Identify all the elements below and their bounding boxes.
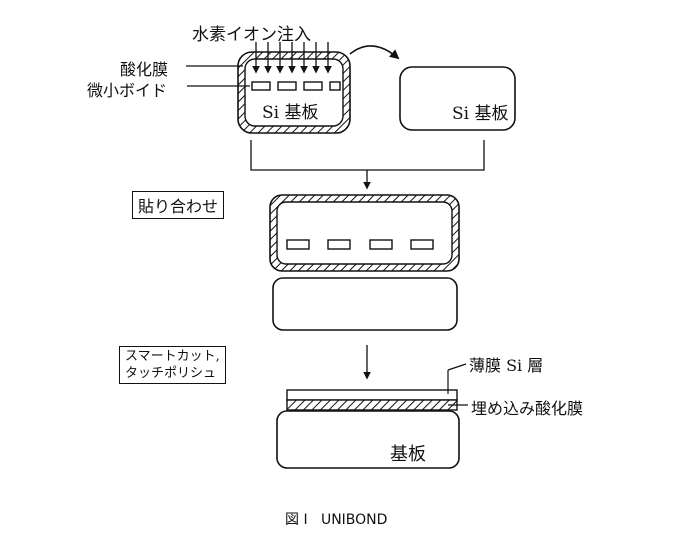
- substrate-label: 基板: [390, 444, 426, 465]
- merge-bracket: [250, 140, 485, 171]
- si-substrate-right-label: Si 基板: [452, 104, 509, 124]
- figure-title: UNIBOND: [320, 512, 388, 528]
- micro-void-label: 微小ボイド: [87, 81, 168, 100]
- transfer-arrow: [349, 45, 400, 60]
- oxide-film-label: 酸化膜: [120, 60, 169, 79]
- si-substrate-left-label: Si 基板: [262, 103, 319, 123]
- figure-caption: 図 I UNIBOND: [285, 509, 387, 529]
- bonded-stack: [269, 194, 460, 331]
- micro-void-row: [251, 81, 341, 91]
- bonding-step-box: 貼り合わせ: [132, 191, 225, 219]
- smartcut-line1: スマートカット,: [125, 349, 220, 364]
- thin-si-layer-label: 薄膜 Si 層: [469, 356, 544, 375]
- hydrogen-implant-label: 水素イオン注入: [192, 25, 311, 45]
- buried-oxide-label: 埋め込み酸化膜: [471, 399, 584, 418]
- hydrogen-ion-arrows: [252, 42, 332, 74]
- figure-number: 図 I: [285, 512, 308, 528]
- final-soi-wafer: [276, 363, 468, 469]
- smartcut-step-box: スマートカット, タッチポリシュ: [119, 346, 226, 384]
- oxidized-si-wafer: [186, 42, 351, 134]
- smartcut-line2: タッチポリシュ: [125, 366, 217, 381]
- handle-si-wafer: [399, 66, 516, 131]
